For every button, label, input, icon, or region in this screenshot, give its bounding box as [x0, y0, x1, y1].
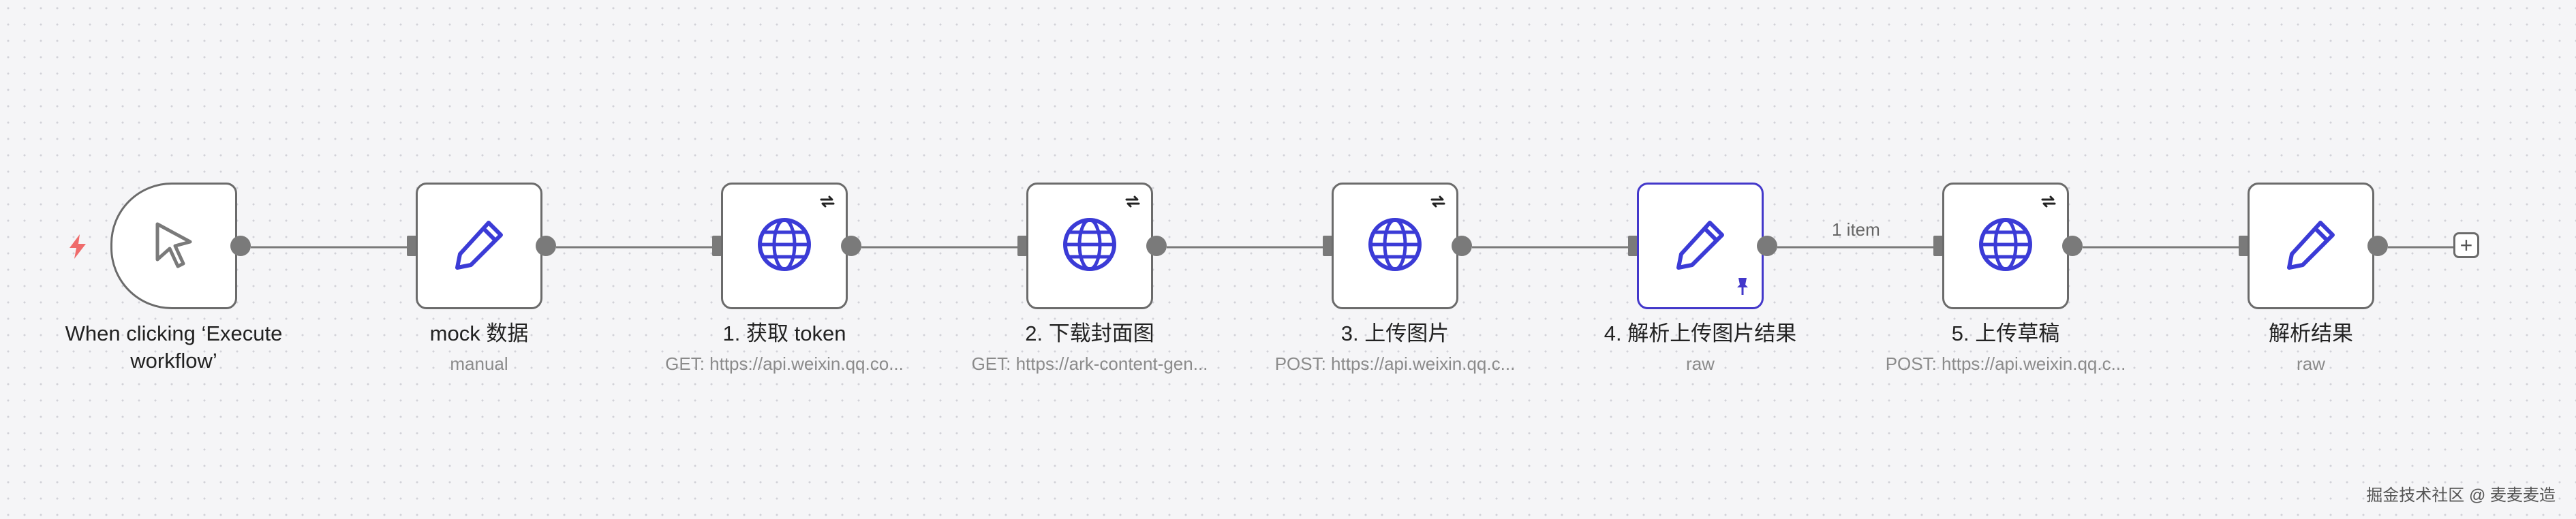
- node-title: 3. 上传图片: [1340, 321, 1450, 345]
- node-mock-data[interactable]: [416, 183, 542, 309]
- cursor-icon: [141, 212, 206, 281]
- node-subtitle: POST: https://api.weixin.qq.c...: [1885, 353, 2126, 374]
- output-handle[interactable]: [2062, 236, 2083, 256]
- node-subtitle: raw: [1686, 353, 1715, 374]
- loop-icon: [1429, 193, 1447, 214]
- input-handle[interactable]: [1628, 236, 1638, 256]
- node-upload-draft[interactable]: [1942, 183, 2069, 309]
- node-title: 2. 下载封面图: [1025, 321, 1154, 345]
- output-handle[interactable]: [841, 236, 861, 256]
- input-handle[interactable]: [1323, 236, 1332, 256]
- node-parse-upload-result[interactable]: [1637, 183, 1764, 309]
- pencil-icon: [2278, 212, 2344, 281]
- node-subtitle: GET: https://ark-content-gen...: [971, 353, 1208, 374]
- input-handle[interactable]: [1017, 236, 1027, 256]
- loop-icon: [2040, 193, 2057, 214]
- input-handle[interactable]: [1933, 236, 1943, 256]
- node-download-cover[interactable]: [1026, 183, 1153, 309]
- input-handle[interactable]: [712, 236, 722, 256]
- loop-icon: [818, 193, 836, 214]
- input-handle[interactable]: [407, 236, 416, 256]
- node-subtitle: raw: [2297, 353, 2325, 374]
- globe-icon: [1057, 212, 1122, 281]
- output-handle[interactable]: [2367, 236, 2388, 256]
- pin-icon: [1734, 277, 1751, 299]
- output-handle[interactable]: [536, 236, 556, 256]
- node-title: 解析结果: [2269, 321, 2353, 345]
- node-title: When clicking ‘Execute workflow’: [65, 321, 283, 373]
- trigger-bolt-icon: [68, 234, 87, 262]
- output-handle[interactable]: [1146, 236, 1167, 256]
- loop-icon: [1124, 193, 1141, 214]
- add-node-button[interactable]: +: [2453, 232, 2479, 258]
- globe-icon: [1973, 212, 2038, 281]
- node-subtitle: GET: https://api.weixin.qq.co...: [665, 353, 904, 374]
- node-subtitle: POST: https://api.weixin.qq.c...: [1274, 353, 1516, 374]
- pencil-icon: [446, 212, 512, 281]
- output-handle[interactable]: [230, 236, 251, 256]
- globe-icon: [1362, 212, 1428, 281]
- input-handle[interactable]: [2239, 236, 2248, 256]
- edge-item-count: 1 item: [1832, 219, 1880, 240]
- node-title: mock 数据: [429, 321, 529, 345]
- pencil-icon: [1668, 212, 1733, 281]
- output-handle[interactable]: [1757, 236, 1777, 256]
- globe-icon: [752, 212, 817, 281]
- node-upload-image[interactable]: [1332, 183, 1458, 309]
- output-handle[interactable]: [1452, 236, 1472, 256]
- watermark: 掘金技术社区 @ 麦麦麦造: [2366, 486, 2556, 505]
- node-title: 1. 获取 token: [722, 321, 846, 345]
- node-get-token[interactable]: [721, 183, 848, 309]
- node-subtitle: manual: [450, 353, 508, 374]
- node-manual-trigger[interactable]: [110, 183, 237, 309]
- node-parse-result[interactable]: [2248, 183, 2374, 309]
- node-title: 5. 上传草稿: [1951, 321, 2060, 345]
- node-title: 4. 解析上传图片结果: [1604, 321, 1797, 345]
